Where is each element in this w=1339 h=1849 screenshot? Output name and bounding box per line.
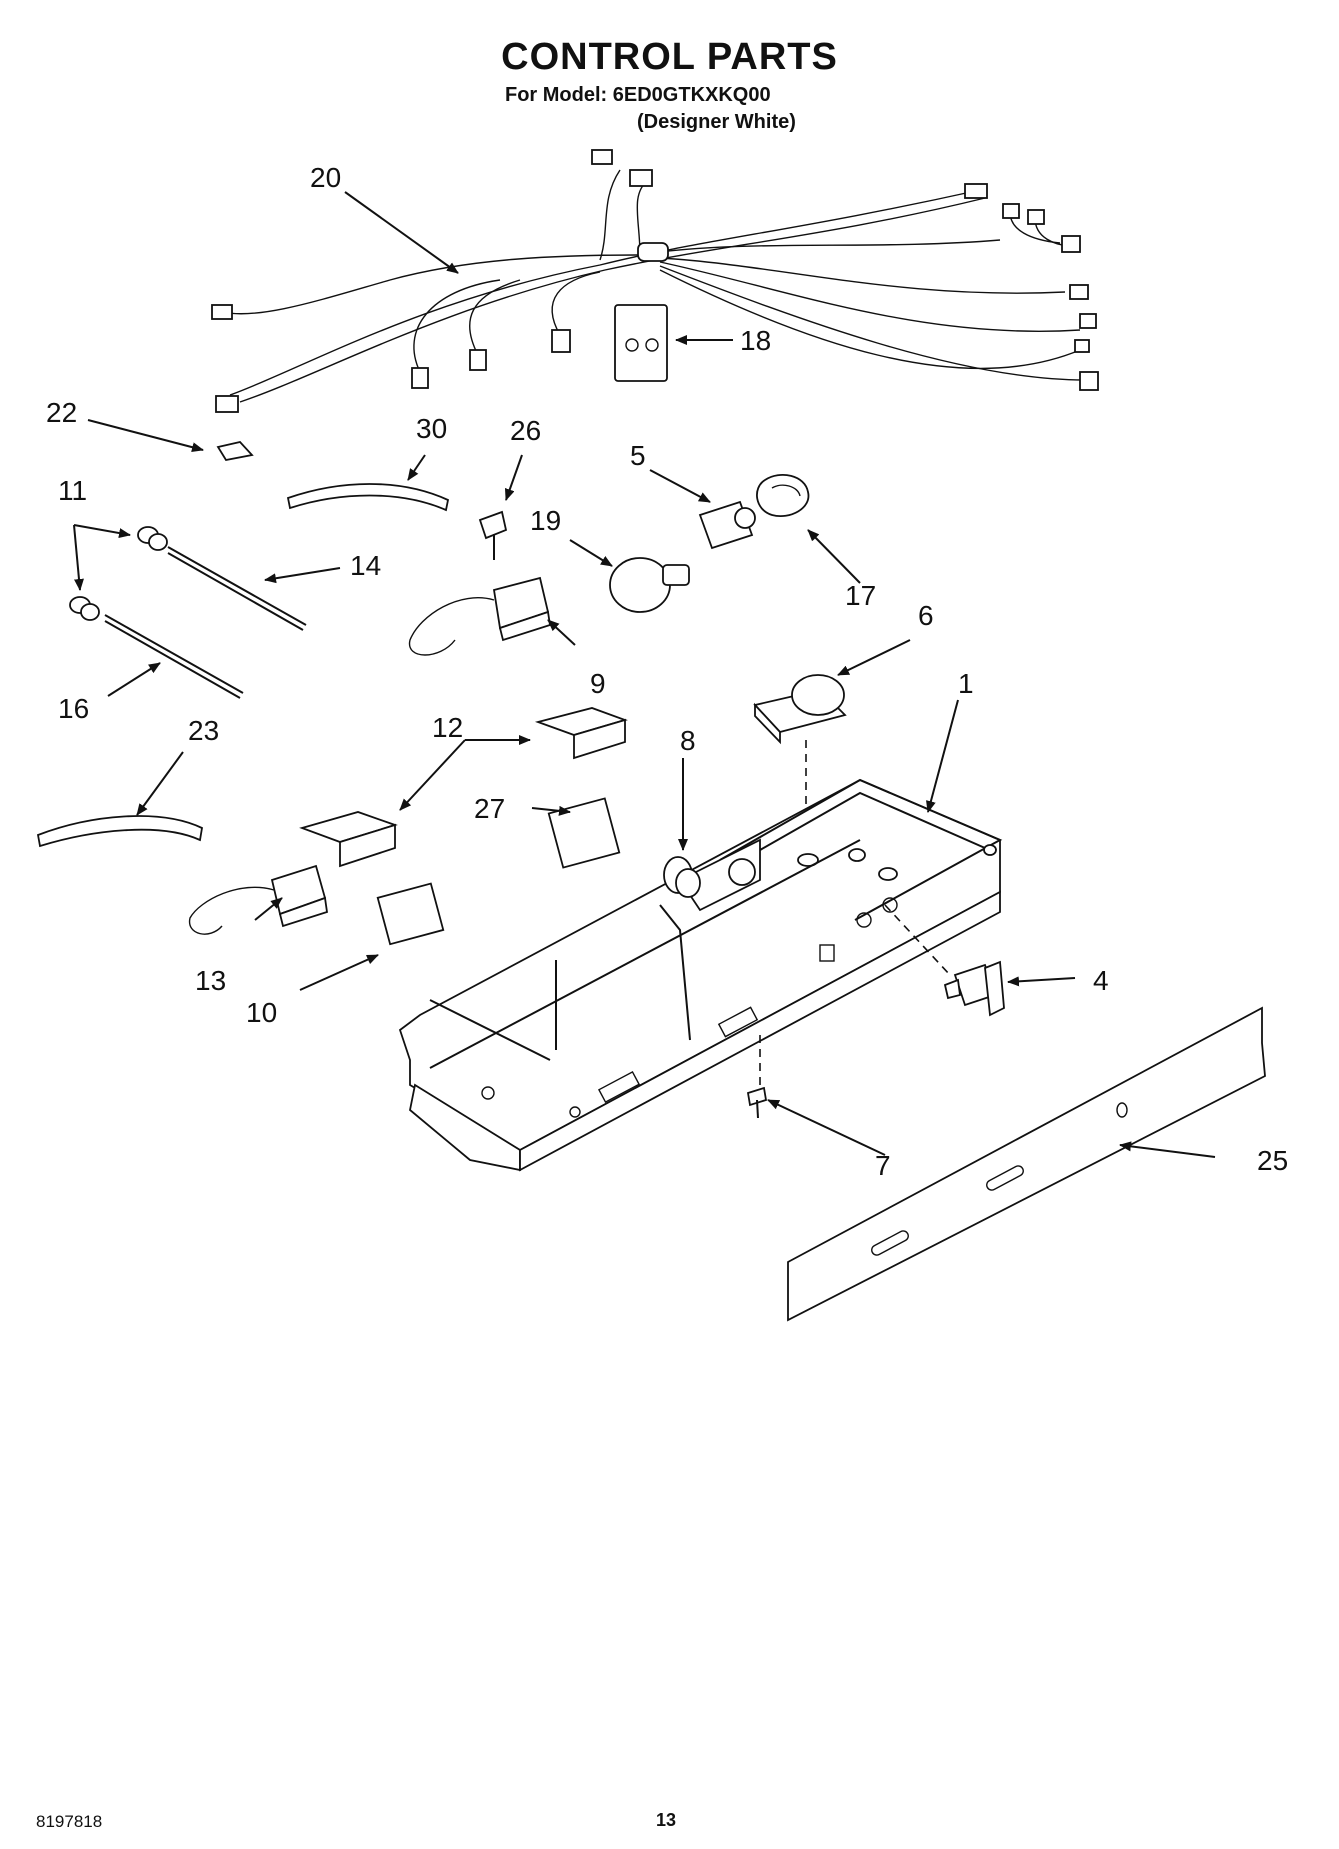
callout-22: 22 — [46, 397, 77, 428]
callout-20: 20 — [310, 162, 341, 193]
clip-part-22 — [216, 441, 254, 462]
callout-19: 19 — [530, 505, 561, 536]
callout-13: 13 — [195, 965, 226, 996]
knob-part-4 — [884, 904, 1005, 1017]
callout-6: 6 — [918, 600, 934, 631]
label-part-27 — [547, 797, 621, 869]
rods-and-seals — [69, 526, 307, 699]
callout-7: 7 — [875, 1150, 891, 1181]
callout-14: 14 — [350, 550, 381, 581]
model-color: (Designer White) — [637, 111, 796, 133]
callout-25: 25 — [1257, 1145, 1288, 1176]
callout-17: 17 — [845, 580, 876, 611]
callout-12: 12 — [432, 712, 463, 743]
page-title: CONTROL PARTS — [501, 36, 838, 78]
switch-part-13 — [189, 864, 328, 935]
callout-10: 10 — [246, 997, 277, 1028]
plate-part-18 — [614, 304, 668, 382]
callout-11: 11 — [58, 475, 87, 506]
switch-part-9 — [409, 510, 552, 656]
model-number: For Model: 6ED0GTKXKQ00 — [505, 84, 771, 106]
light-assembly — [609, 474, 810, 613]
callout-8: 8 — [680, 725, 696, 756]
callout-16: 16 — [58, 693, 89, 724]
bracket-parts-12 — [299, 707, 628, 868]
page-number: 13 — [656, 1810, 677, 1830]
tube-part-23 — [36, 815, 203, 848]
screw-part-7 — [746, 1035, 768, 1119]
trim-part-25 — [787, 1006, 1266, 1322]
document-number: 8197818 — [36, 1812, 103, 1831]
timer-part-6 — [753, 674, 847, 855]
callout-labels: 20 18 22 30 26 5 11 19 17 14 9 6 16 23 1… — [46, 162, 1288, 1181]
callout-1: 1 — [958, 668, 974, 699]
knob-part-8 — [663, 856, 701, 898]
callout-18: 18 — [740, 325, 771, 356]
callout-5: 5 — [630, 440, 646, 471]
callout-26: 26 — [510, 415, 541, 446]
callout-9: 9 — [590, 668, 606, 699]
wire-harness-part — [211, 149, 1099, 413]
control-housing-part-1 — [398, 778, 1003, 1172]
leader-lines — [73, 191, 1216, 1158]
callout-23: 23 — [188, 715, 219, 746]
callout-30: 30 — [416, 413, 447, 444]
callout-27: 27 — [474, 793, 505, 824]
label-part-10 — [376, 882, 445, 946]
callout-4: 4 — [1093, 965, 1109, 996]
tube-part-30 — [286, 483, 450, 512]
